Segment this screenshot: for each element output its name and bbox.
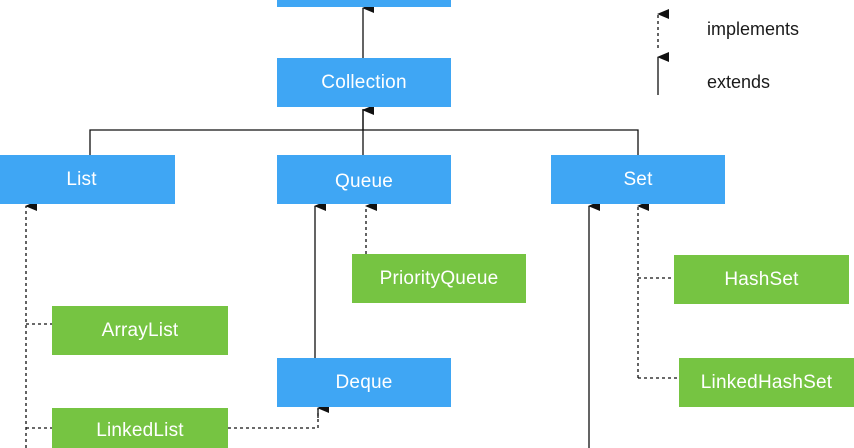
linkedhashset-box: LinkedHashSet bbox=[679, 358, 854, 407]
linkedhashset-label: LinkedHashSet bbox=[700, 371, 833, 393]
legend-extends-label: extends bbox=[707, 72, 771, 92]
priorityqueue-label: PriorityQueue bbox=[379, 267, 499, 289]
queue-label: Queue bbox=[334, 170, 394, 192]
set-label: Set bbox=[623, 168, 653, 190]
hashset-box: HashSet bbox=[674, 255, 849, 304]
queue-box: Queue bbox=[277, 155, 451, 204]
priorityqueue-box: PriorityQueue bbox=[352, 254, 526, 303]
linkedlist-label: LinkedList bbox=[96, 420, 184, 441]
set-box: Set bbox=[551, 155, 725, 204]
legend-implements-label: implements bbox=[707, 19, 800, 39]
collection-box: Collection bbox=[277, 58, 451, 107]
linkedlist-box: LinkedList bbox=[52, 408, 228, 448]
iterable-box bbox=[277, 0, 451, 7]
list-label: List bbox=[66, 168, 97, 190]
implements-linkedlist-deque bbox=[228, 409, 319, 429]
extends-branch-line bbox=[89, 129, 639, 155]
arraylist-label: ArrayList bbox=[101, 319, 179, 341]
list-box: List bbox=[0, 155, 175, 204]
arraylist-box: ArrayList bbox=[52, 306, 228, 355]
hashset-label: HashSet bbox=[724, 268, 799, 290]
deque-label: Deque bbox=[335, 371, 393, 393]
deque-box: Deque bbox=[277, 358, 451, 407]
collection-label: Collection bbox=[321, 71, 407, 93]
